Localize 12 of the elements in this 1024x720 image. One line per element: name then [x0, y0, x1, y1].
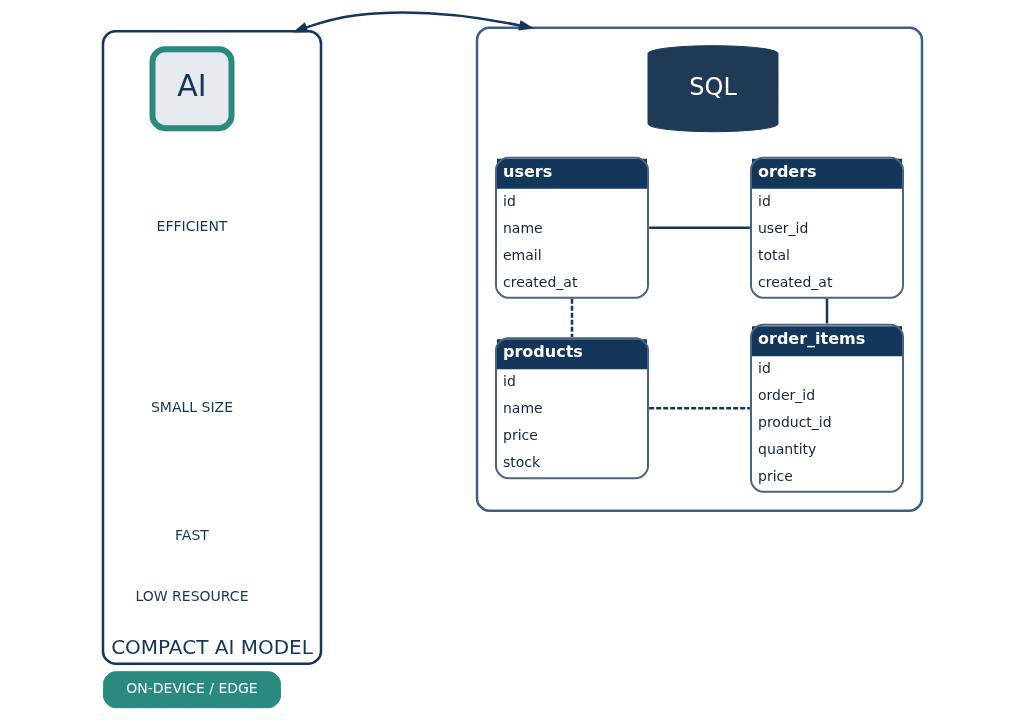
node-box: AI	[149, 46, 234, 132]
node-box: ON-DEVICE / EDGE	[102, 671, 281, 709]
node-text: SMALL SIZE	[150, 398, 233, 415]
arrow	[292, 11, 534, 33]
connector	[570, 298, 573, 338]
node-text: FAST	[174, 527, 209, 544]
cluster	[475, 26, 923, 512]
connector	[648, 406, 750, 410]
node-text: LOW RESOURCE	[135, 588, 248, 605]
connector	[648, 226, 750, 229]
node-text: EFFICIENT	[156, 218, 227, 235]
connector	[825, 298, 828, 324]
